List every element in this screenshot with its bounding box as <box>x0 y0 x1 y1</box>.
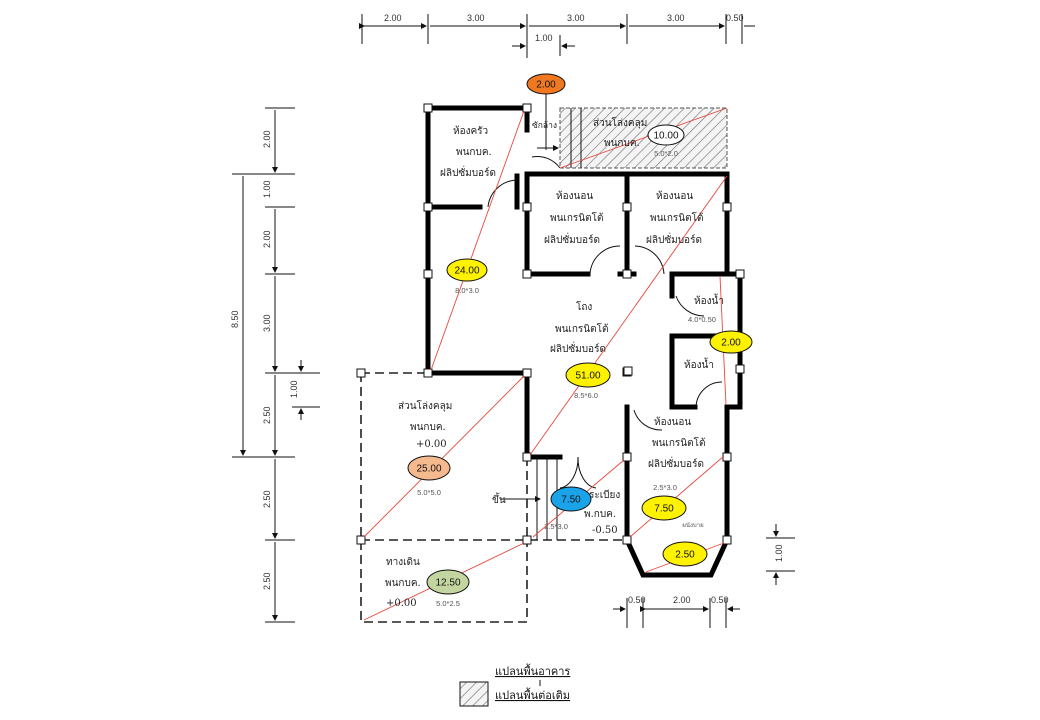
area-badge <box>446 258 488 282</box>
area-value: 25.00 <box>416 464 441 475</box>
top-dim-2: 3.00 <box>467 13 485 23</box>
top-dim-4: 3.00 <box>667 13 685 23</box>
area-value: 7.50 <box>561 495 581 506</box>
left-dim-labels: 2.00 1.00 2.00 3.00 2.50 2.50 2.50 8.50 … <box>230 130 299 590</box>
left-overall-dim: 8.50 <box>230 310 240 328</box>
room-name: ห้องนอน <box>656 190 693 202</box>
bottom-dim-3: 0.50 <box>711 595 729 605</box>
room-floor: พนกบค. <box>456 147 492 158</box>
room-name: ห้องนอน <box>556 190 593 202</box>
area-value: 10.00 <box>653 131 678 142</box>
room-bay: 2.50 <box>662 541 708 567</box>
area-value: 12.50 <box>435 578 460 589</box>
room-kitchen: ห้องครัว พนกบค. ฝลิปซั่มบอร์ด 24.00 8.0*… <box>440 125 496 295</box>
stair-up-label: ขึ้น <box>492 492 506 506</box>
room-size: 4.0*0.50 <box>688 315 716 324</box>
room-name: ห้องน้ำ <box>684 357 714 371</box>
room-size: 8.0*3.0 <box>455 286 479 295</box>
room-finish: ฝลิปซั่มบอร์ด <box>646 232 702 246</box>
room-porch: ขึ้น 7.50 ระเบียง พ.กบค. 2.5*3.0 -0.50 <box>492 486 620 536</box>
room-bathroom-1: ห้องน้ำ 4.0*0.50 <box>688 293 724 324</box>
room-name: ส่วนโล่งคลุม <box>593 116 647 129</box>
bottom-dim-2: 2.00 <box>673 595 691 605</box>
right-sub-dim: 1.00 <box>774 544 784 562</box>
room-bedroom-3: ห้องนอน พนเกรนิตโต้ ฝลิปซั่มบอร์ด 2.5*3.… <box>641 416 705 529</box>
room-finish: ฝลิปซั่มบอร์ด <box>550 341 606 355</box>
walls <box>425 105 743 578</box>
area-value: 2.50 <box>675 550 695 561</box>
left-dim-4: 3.00 <box>262 314 272 332</box>
room-floor: พ.กบค. <box>584 509 616 520</box>
room-bathroom-2: ห้องน้ำ 2.00 <box>684 330 753 371</box>
room-size: 5.0*5.0 <box>417 488 441 497</box>
room-floor: พนเกรนิตโต้ <box>650 211 703 224</box>
bottom-dimension-line <box>613 524 795 628</box>
top-sub-dim: 1.00 <box>535 33 553 43</box>
left-dim-5: 2.50 <box>262 406 272 424</box>
room-size: 5.0*2.0 <box>654 149 678 158</box>
legend: แปลนพื้นอาคาร แปลนพื้นต่อเติม <box>459 663 570 707</box>
top-dim-5: 0.50 <box>726 13 744 23</box>
room-size: 2.5*3.0 <box>544 522 568 531</box>
room-name: ห้องนอน <box>654 416 691 428</box>
doors <box>487 156 723 489</box>
dashed-outdoor-outline <box>360 372 627 623</box>
legend-hatch-label: แปลนพื้นต่อเติม <box>495 687 570 702</box>
room-floor: พนกบค. <box>385 578 421 589</box>
room-floor: พนเกรนิตโต้ <box>555 322 608 335</box>
room-finish: ฝลิปซั่มบอร์ด <box>648 456 704 470</box>
left-dim-1: 2.00 <box>262 130 272 148</box>
room-name: ทางเดิน <box>386 557 420 568</box>
room-finish: ฝลิปซั่มบอร์ด <box>544 232 600 246</box>
room-hall: โถง พนเกรนิตโต้ ฝลิปซั่มบอร์ด 51.00 8.5*… <box>550 300 611 400</box>
area-diagonals <box>363 107 728 621</box>
room-size: 2.5*3.0 <box>653 483 677 492</box>
area-value: 24.00 <box>454 266 479 277</box>
room-level: -0.50 <box>592 525 618 536</box>
hatch-swatch <box>459 681 489 707</box>
legend-title: แปลนพื้นอาคาร <box>495 663 570 678</box>
room-name: ระเบียง <box>589 489 620 501</box>
area-value: 51.00 <box>575 371 600 382</box>
room-floor: พนเกรนิตโต้ <box>550 211 603 224</box>
room-walkway: ทางเดิน พนกบค. +0.00 12.50 5.0*2.5 <box>385 557 470 609</box>
room-name: ห้องครัว <box>453 125 488 137</box>
top-area-badge: 2.00 <box>526 73 566 95</box>
room-level: +0.00 <box>416 439 447 450</box>
area-value: 2.00 <box>536 80 556 91</box>
column-markers <box>356 103 745 545</box>
room-size: 8.5*6.0 <box>574 391 598 400</box>
left-dim-3: 2.00 <box>262 230 272 248</box>
room-note: ผนังบาย <box>682 522 703 529</box>
bottom-dim-1: 0.50 <box>628 595 646 605</box>
room-covered-extension: ส่วนโล่งคลุม พนกบค. 10.00 5.0*2.0 <box>593 116 685 158</box>
room-finish: ฝลิปซั่มบอร์ด <box>440 165 496 179</box>
top-dim-1: 2.00 <box>384 13 402 23</box>
left-sub-dim: 1.00 <box>289 380 299 398</box>
left-dim-6: 2.50 <box>262 490 272 508</box>
top-dim-3: 3.00 <box>567 13 585 23</box>
room-floor: พนกบค. <box>410 422 446 433</box>
left-dim-2: 1.00 <box>262 180 272 198</box>
room-level: +0.00 <box>386 598 417 609</box>
room-floor: พนกบค. <box>604 138 640 149</box>
room-size: 5.0*2.5 <box>436 599 460 608</box>
room-laundry-name: ซักล้าง <box>532 120 557 131</box>
room-bedroom-2: ห้องนอน พนเกรนิตโต้ ฝลิปซั่มบอร์ด <box>646 190 703 246</box>
left-dim-7: 2.50 <box>262 572 272 590</box>
room-name: โถง <box>576 300 592 313</box>
top-dimension-line <box>359 14 755 58</box>
room-floor: พนเกรนิตโต้ <box>652 436 705 449</box>
room-name: ห้องน้ำ <box>694 293 724 307</box>
room-open-covered: ส่วนโล่งคลุม พนกบค. +0.00 25.00 5.0*5.0 <box>398 399 452 497</box>
area-value: 2.00 <box>721 338 741 349</box>
room-name: ส่วนโล่งคลุม <box>398 399 452 412</box>
room-bedroom-1: ห้องนอน พนเกรนิตโต้ ฝลิปซั่มบอร์ด <box>544 190 603 246</box>
left-dimension-line <box>232 107 320 623</box>
area-value: 7.50 <box>654 504 674 515</box>
